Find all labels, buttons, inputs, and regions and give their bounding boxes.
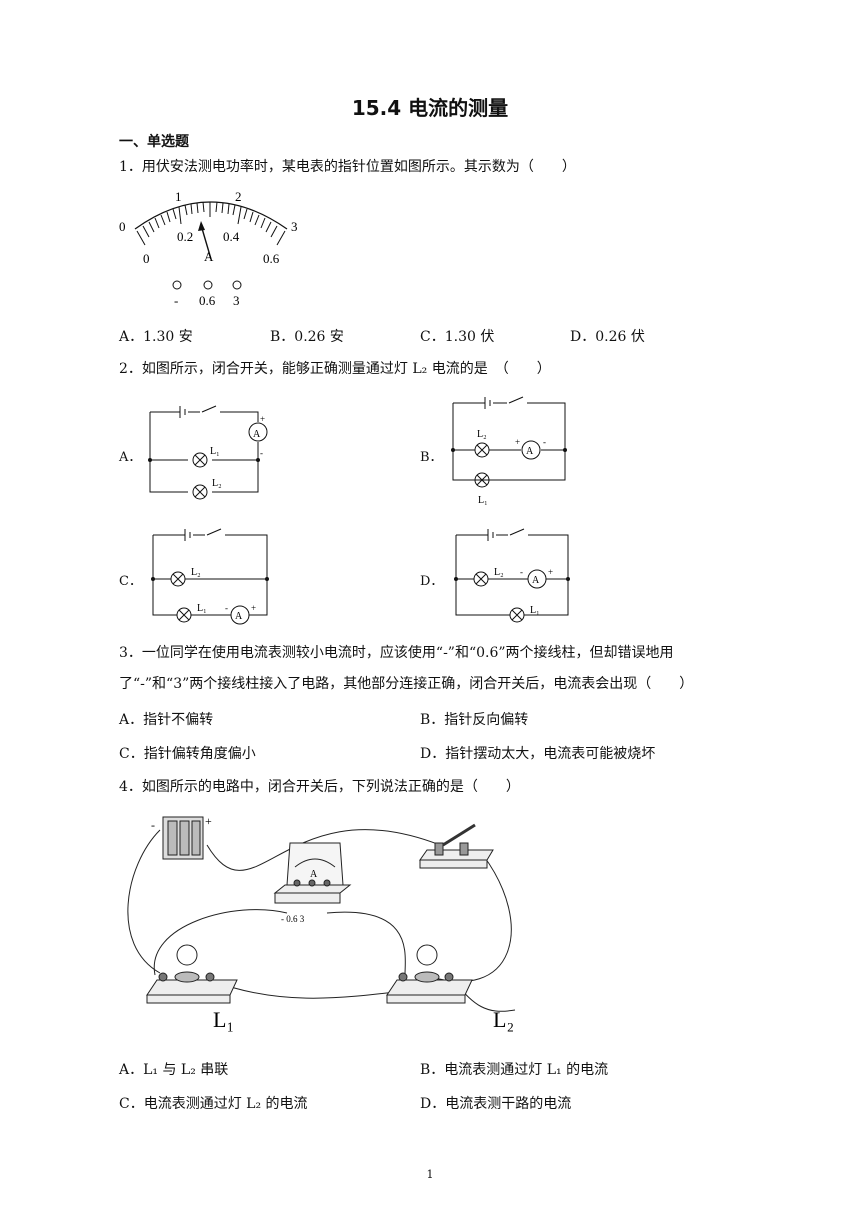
- q4-option-d[interactable]: D．电流表测干路的电流: [420, 1096, 572, 1112]
- terminal-label-3: 3: [233, 293, 240, 308]
- wire-battery-l1: [127, 829, 161, 974]
- q2-option-d-label[interactable]: D．: [420, 574, 444, 589]
- q2-option-b-label[interactable]: B．: [420, 450, 443, 465]
- svg-text:-: -: [520, 567, 523, 577]
- q4-option-c[interactable]: C．电流表测通过灯 L₂ 的电流: [119, 1096, 308, 1112]
- pointer-needle: [200, 224, 212, 260]
- ammeter-a-symbol: A: [253, 429, 261, 440]
- ammeter-icon: [273, 842, 352, 904]
- bottom-scale-3: 0.6: [263, 251, 280, 266]
- terminal-0.6-icon: [203, 280, 213, 290]
- svg-text:-: -: [543, 437, 546, 447]
- question-4-text: 4．如图所示的电路中，闭合开关后，下列说法正确的是（ ）: [119, 779, 520, 795]
- q4-option-b[interactable]: B．电流表测通过灯 L₁ 的电流: [420, 1062, 609, 1078]
- q1-option-d[interactable]: D．0.26 伏: [570, 329, 645, 345]
- svg-text:L₁: L₁: [197, 603, 207, 614]
- section-heading: 一、单选题: [119, 134, 189, 150]
- svg-text:L₁: L₁: [530, 605, 540, 616]
- page-title: 15.4 电流的测量: [351, 96, 509, 120]
- q1-option-c[interactable]: C．1.30 伏: [420, 329, 495, 345]
- lamp-l1-icon: [146, 944, 238, 1004]
- svg-text:L₂: L₂: [212, 478, 222, 489]
- top-scale-2: 2: [235, 189, 242, 204]
- terminal-3-icon: [232, 280, 242, 290]
- svg-text:L₁: L₁: [210, 446, 220, 457]
- wire-battery-switch: [206, 829, 441, 871]
- ammeter-dial-figure: 0 1 2 3 0 0.2 0.4 0.6 A - 0.6 3: [119, 189, 298, 308]
- lamp-l2-icon: [386, 944, 473, 1004]
- terminal-label-0.6: 0.6: [199, 293, 216, 308]
- bottom-scale-0: 0: [143, 251, 150, 266]
- top-scale-0: 0: [119, 219, 126, 234]
- svg-text:L₂: L₂: [191, 567, 201, 578]
- svg-text:+: +: [251, 603, 256, 613]
- q4-option-a[interactable]: A．L₁ 与 L₂ 串联: [119, 1062, 229, 1078]
- q3-option-a[interactable]: A．指针不偏转: [119, 712, 214, 728]
- svg-text:-: -: [225, 603, 228, 613]
- svg-text:- 0.6 3: - 0.6 3: [281, 914, 305, 924]
- svg-text:-: -: [260, 448, 263, 458]
- lamp-l1-label: L₁: [213, 1007, 234, 1032]
- q2-option-a-label[interactable]: A．: [119, 450, 142, 465]
- wire-meter-l1: [153, 909, 288, 976]
- circuit-a-figure[interactable]: A + - L₁ L₂: [140, 400, 280, 500]
- wire-meter-l2: [326, 911, 406, 976]
- wire-l1-l2: [209, 979, 411, 999]
- svg-text:A: A: [532, 575, 540, 586]
- terminal-label-neg: -: [174, 293, 178, 308]
- q1-option-a[interactable]: A．1.30 安: [119, 329, 193, 345]
- q2-option-c-label[interactable]: C．: [119, 574, 142, 589]
- battery-icon: [162, 816, 204, 860]
- svg-text:L₂: L₂: [477, 429, 487, 440]
- meter-unit: A: [204, 249, 214, 264]
- question-2-text: 2．如图所示，闭合开关，能够正确测量通过灯 L₂ 电流的是 （ ）: [119, 361, 551, 377]
- lamp-l2-label: L₂: [493, 1007, 514, 1032]
- q1-option-b[interactable]: B．0.26 安: [270, 329, 344, 345]
- switch-icon: [419, 823, 494, 869]
- svg-text:+: +: [205, 814, 212, 828]
- q3-option-b[interactable]: B．指针反向偏转: [420, 712, 529, 728]
- svg-text:A: A: [235, 611, 243, 622]
- pointer-tip: [198, 221, 205, 231]
- svg-text:-: -: [151, 818, 155, 832]
- svg-text:L₂: L₂: [494, 567, 504, 578]
- bottom-scale-1: 0.2: [177, 229, 193, 244]
- page-number: 1: [426, 1168, 434, 1181]
- question-1-text: 1．用伏安法测电功率时，某电表的指针位置如图所示。其示数为（ ）: [119, 159, 576, 175]
- circuit-c-figure[interactable]: A - + L₂ L₁: [145, 525, 280, 625]
- physical-circuit-figure: - + A - 0.6 3 L₁ L₂: [127, 814, 516, 1032]
- top-scale-3: 3: [291, 219, 298, 234]
- svg-text:A: A: [526, 446, 534, 457]
- svg-text:+: +: [515, 437, 520, 447]
- question-3-line2: 了“-”和“3”两个接线柱接入了电路，其他部分连接正确，闭合开关后，电流表会出现…: [119, 676, 694, 692]
- q3-option-d[interactable]: D．指针摆动太大，电流表可能被烧坏: [420, 746, 656, 762]
- bottom-scale-2: 0.4: [223, 229, 240, 244]
- svg-text:+: +: [260, 414, 265, 424]
- wire-switch-l2: [424, 854, 512, 982]
- circuit-b-figure[interactable]: A + - L₂ L₁: [445, 395, 575, 510]
- svg-text:+: +: [548, 567, 553, 577]
- svg-text:A: A: [310, 869, 318, 880]
- question-3-line1: 3．一位同学在使用电流表测较小电流时，应该使用“-”和“0.6”两个接线柱，但却…: [119, 645, 674, 661]
- svg-text:L₁: L₁: [478, 495, 488, 506]
- q3-option-c[interactable]: C．指针偏转角度偏小: [119, 746, 256, 762]
- circuit-d-figure[interactable]: A - + L₂ L₁: [448, 525, 578, 625]
- terminal-neg-icon: [172, 280, 182, 290]
- dial-ticks: [136, 201, 286, 246]
- top-scale-1: 1: [175, 189, 182, 204]
